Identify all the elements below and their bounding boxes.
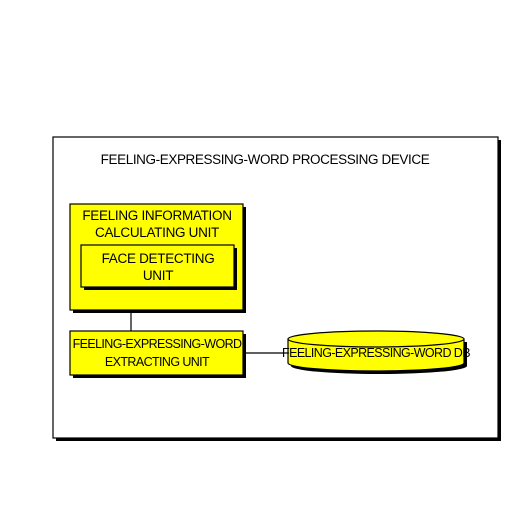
word-db-body <box>287 338 465 372</box>
feeling-info-unit-label-line2: CALCULATING UNIT <box>95 225 219 240</box>
face-detecting-unit-box <box>80 244 235 288</box>
word-db-cylinder: FEELING-EXPRESSING-WORD DB <box>282 330 471 374</box>
extracting-unit-label-line2: EXTRACTING UNIT <box>105 355 210 369</box>
extracting-unit-label-line1: FEELING-EXPRESSING-WORD <box>73 337 242 351</box>
word-db-label: FEELING-EXPRESSING-WORD DB <box>282 346 470 360</box>
face-detecting-unit-label-line1: FACE DETECTING <box>102 251 215 266</box>
word-db-top <box>287 330 465 348</box>
extracting-unit-box <box>69 330 244 376</box>
feeling-info-unit-label-line1: FEELING INFORMATION <box>82 208 231 223</box>
device-title: FEELING-EXPRESSING-WORD PROCESSING DEVIC… <box>101 152 430 167</box>
face-detecting-unit-label-line2: UNIT <box>143 268 173 283</box>
